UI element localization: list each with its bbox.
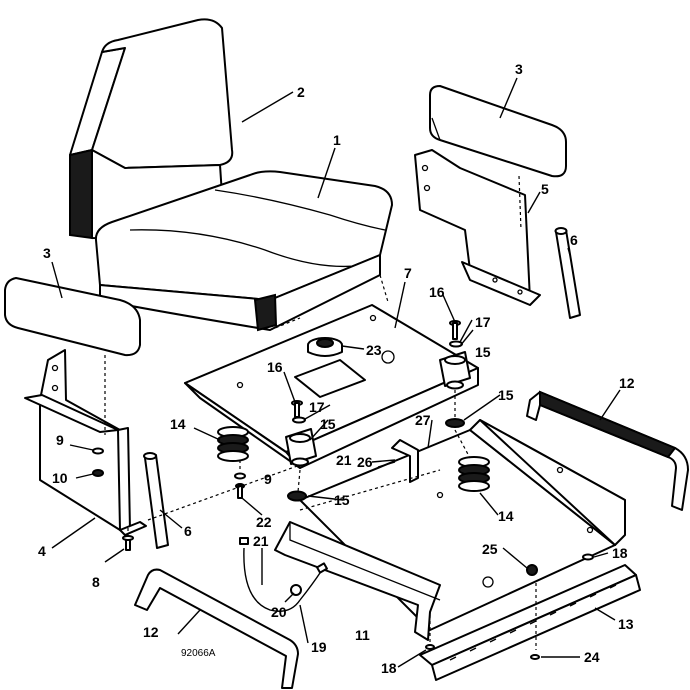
callout-20: 20 [271,604,287,620]
right-spring [458,456,490,492]
left-support-handle [134,568,299,689]
callout-5: 5 [541,181,549,197]
callout-9-left: 9 [56,432,64,448]
bushing-right [445,418,465,428]
callout-3-right: 3 [515,61,523,77]
callout-12-right: 12 [619,375,635,391]
callout-9-right: 9 [264,471,272,487]
washer-17-left [292,416,306,424]
bolt-22 [235,483,245,499]
callout-10: 10 [52,470,68,486]
right-armrest-bracket [414,149,541,306]
callout-24: 24 [584,649,600,665]
bolt-16-right [449,320,461,340]
leader-lines [51,77,621,668]
callout-23: 23 [366,342,382,358]
callout-labels: 1 2 3 3 4 5 6 6 7 8 9 9 10 11 12 12 13 1… [38,61,635,676]
rubber-mount-right [439,351,471,390]
washer-9-left [92,447,104,455]
callout-13: 13 [618,616,634,632]
callout-21-bottom: 21 [253,533,269,549]
callout-25: 25 [482,541,498,557]
callout-3-left: 3 [43,245,51,261]
bolt-16-left [291,400,303,418]
callout-11: 11 [355,627,370,643]
callout-8: 8 [92,574,100,590]
callout-4: 4 [38,543,46,559]
callout-14-left: 14 [170,416,186,432]
left-armrest-pad [4,277,141,357]
assembly-lines [104,175,537,650]
ground-wire [239,537,328,612]
callout-18-left: 18 [381,660,397,676]
callout-21-top: 21 [336,452,352,468]
callout-15-bushing-right: 15 [498,387,514,403]
callout-7: 7 [404,265,412,281]
callout-12-left: 12 [143,624,159,640]
callout-16-left: 16 [267,359,283,375]
left-spring [217,426,249,462]
seat-side-rail [274,521,441,641]
callout-1: 1 [333,132,341,148]
nut-18-right [582,553,594,561]
seat-switch [307,337,343,357]
callout-22: 22 [256,514,272,530]
left-armrest-tube [144,454,169,549]
callout-18-right: 18 [612,545,628,561]
nut-18-left [425,644,435,650]
callout-15-mount-left: 15 [320,416,336,432]
rubber-mount-left [285,428,317,467]
callout-16-right: 16 [429,284,445,300]
bolt-8 [122,535,134,551]
nut-24 [530,654,540,660]
callout-15-bushing-left: 15 [334,492,350,508]
switch-bracket [391,439,419,483]
seat-cushion [94,170,393,332]
callout-26: 26 [357,454,373,470]
callout-6-left: 6 [184,523,192,539]
callout-2: 2 [297,84,305,100]
nut-10 [92,469,104,477]
left-armrest-bracket [24,349,147,536]
callout-15-mount-right: 15 [475,344,491,360]
callout-27: 27 [415,412,431,428]
drawing-number: 92066A [181,648,216,659]
bushing-left [287,490,307,502]
callout-17-right: 17 [475,314,491,330]
callout-17-left: 17 [309,399,325,415]
callout-19: 19 [311,639,327,655]
callout-14-right: 14 [498,508,514,524]
callout-6-right: 6 [570,232,578,248]
right-armrest-pad [429,85,567,178]
washer-9-right [234,472,246,480]
seat-pan-plate [184,304,479,469]
